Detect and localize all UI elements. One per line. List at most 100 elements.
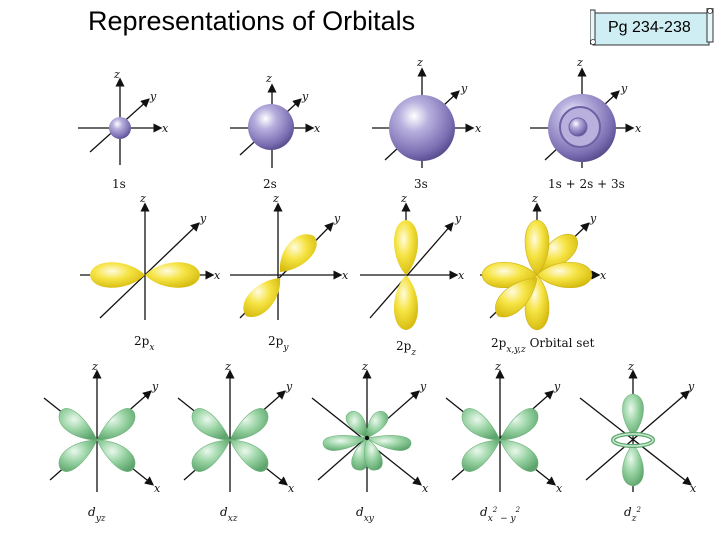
- y-label: y: [419, 380, 427, 393]
- orbital-2px: z y x 2px: [80, 192, 221, 353]
- lobe-4: [366, 435, 412, 451]
- lobe-1: [461, 408, 501, 441]
- scroll-shape: [590, 8, 714, 46]
- y-label: y: [151, 380, 159, 393]
- x-label: x: [690, 482, 697, 495]
- x-label: x: [556, 482, 563, 495]
- orbital-1s: z y x 1s: [78, 68, 169, 191]
- sphere-3s: [389, 95, 455, 161]
- lobe-top: [394, 220, 418, 275]
- lobe-3: [58, 439, 98, 472]
- z-label: z: [361, 360, 368, 373]
- z-label: z: [627, 360, 634, 373]
- sphere-2s: [248, 104, 294, 150]
- y-label: y: [333, 212, 341, 225]
- y-label: y: [460, 82, 468, 95]
- y-label: y: [589, 212, 597, 225]
- z-label: z: [91, 360, 98, 373]
- page-reference-scroll: Pg 234-238: [590, 8, 716, 48]
- x-label: x: [288, 482, 295, 495]
- lobe-2: [366, 411, 389, 439]
- z-label: z: [494, 360, 501, 373]
- orbital-dz2: z y x dz2: [579, 360, 697, 524]
- lobe-bottom: [622, 443, 644, 487]
- lobe-front: [243, 278, 281, 318]
- label-2px: 2px: [134, 334, 154, 353]
- label-dx2-y2: dx2 − y2: [480, 505, 521, 524]
- sphere-1s: [109, 117, 131, 139]
- label-1s-2s-3s: 1s + 2s + 3s: [548, 177, 625, 191]
- z-label: z: [113, 68, 120, 81]
- y-label: y: [553, 380, 561, 393]
- lobe-left: [90, 262, 145, 288]
- z-label: z: [224, 360, 231, 373]
- z-label: z: [531, 192, 538, 205]
- x-label: x: [154, 482, 161, 495]
- orbital-2pz: z y x 2pz: [360, 192, 465, 358]
- lobe-bottom: [394, 275, 418, 330]
- lobe-2: [96, 408, 136, 441]
- z-label: z: [265, 72, 272, 85]
- lobe-y-front: [495, 277, 538, 318]
- x-label: x: [600, 269, 607, 282]
- lobe-4: [499, 439, 539, 472]
- lobe-4: [96, 439, 136, 472]
- sphere-inner: [568, 117, 588, 137]
- label-2p-set: 2px,y,z Orbital set: [491, 336, 595, 355]
- lobe-z-top: [524, 219, 550, 276]
- y-label: y: [454, 212, 462, 225]
- lobe-1: [191, 408, 231, 441]
- nucleus-dot: [364, 435, 370, 441]
- label-2py: 2py: [268, 334, 289, 353]
- x-label: x: [342, 269, 349, 282]
- lobe-1: [58, 408, 98, 441]
- orbital-dxy: z y x dxy: [311, 360, 429, 524]
- z-label: z: [400, 192, 407, 205]
- orbital-dyz: z y x dyz: [43, 360, 161, 524]
- lobe-3: [461, 439, 501, 472]
- x-label: x: [422, 482, 429, 495]
- orbital-1s-2s-3s: z y x 1s + 2s + 3s: [530, 56, 642, 191]
- orbital-2py: z y x 2py: [230, 192, 349, 353]
- orbital-2s: z y x 2s: [230, 72, 321, 191]
- y-label: y: [620, 82, 628, 95]
- x-label: x: [214, 269, 221, 282]
- y-label: y: [199, 212, 207, 225]
- page-reference-text: Pg 234-238: [608, 19, 691, 36]
- label-1s: 1s: [112, 177, 126, 191]
- lobe-6: [364, 437, 383, 471]
- y-label: y: [285, 380, 293, 393]
- x-label: x: [314, 122, 321, 135]
- torus-highlight: [612, 433, 654, 447]
- lobe-3: [191, 439, 231, 472]
- label-dz2: dz2: [624, 505, 641, 524]
- lobe-4: [229, 439, 269, 472]
- lobe-back: [279, 234, 317, 272]
- lobe-2: [229, 408, 269, 441]
- z-label: z: [416, 56, 423, 69]
- lobe-3: [322, 435, 368, 451]
- y-label: y: [301, 90, 309, 103]
- orbital-dxz: z y x dxz: [177, 360, 295, 524]
- lobe-2: [499, 408, 539, 441]
- lobe-top: [622, 393, 644, 437]
- label-dyz: dyz: [88, 505, 106, 524]
- label-dxz: dxz: [220, 505, 238, 524]
- orbital-dx2-y2: z y x dx2 − y2: [445, 360, 563, 524]
- label-2pz: 2pz: [396, 339, 416, 358]
- z-label: z: [576, 56, 583, 69]
- y-label: y: [149, 90, 157, 103]
- label-dxy: dxy: [356, 505, 375, 524]
- label-3s: 3s: [414, 177, 428, 191]
- x-label: x: [635, 122, 642, 135]
- z-label: z: [139, 192, 146, 205]
- label-2s: 2s: [263, 177, 277, 191]
- orbital-2p-set: z y x 2px,y,z Orbital set: [480, 192, 607, 355]
- orbital-3s: z y x 3s: [372, 56, 482, 191]
- x-label: x: [458, 269, 465, 282]
- slide-title: Representations of Orbitals: [88, 6, 416, 36]
- lobe-right: [145, 262, 200, 288]
- y-label: y: [687, 380, 695, 393]
- z-label: z: [272, 192, 279, 205]
